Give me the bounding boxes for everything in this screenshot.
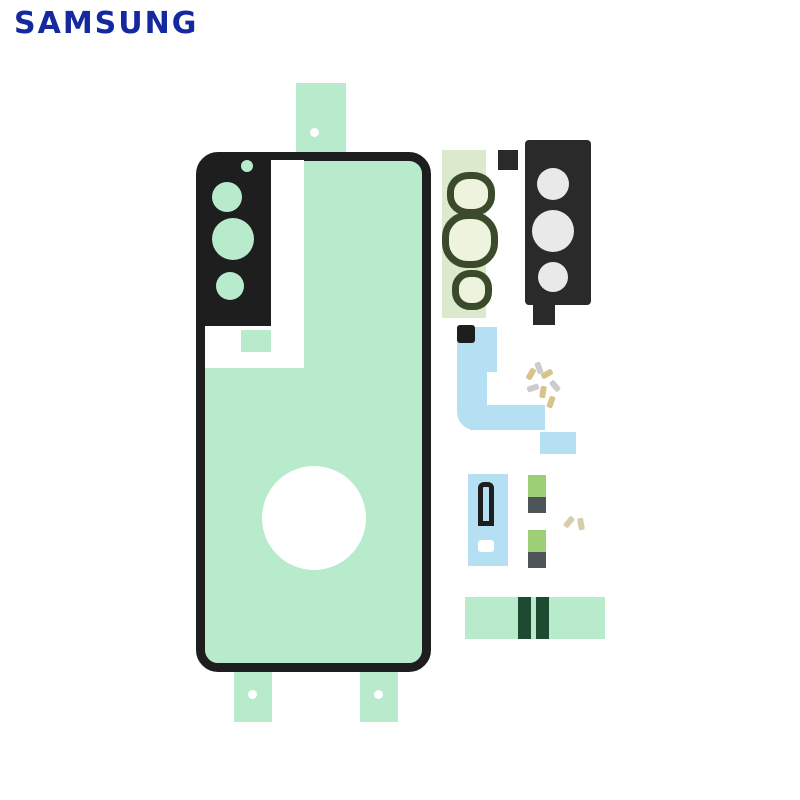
flex-black-corner [457,325,475,343]
gasket-ring-3 [452,270,492,310]
sticker-black-outline [478,482,494,526]
plate-bottom-tab [533,305,555,325]
green-strip [241,330,271,352]
gasket-ring-2 [442,212,498,268]
pad-gray [528,552,546,568]
plate-hole-2 [532,210,574,252]
screw [546,395,556,409]
top-pull-tab [296,83,346,163]
screw [525,367,537,381]
strip-dark-band [536,597,549,639]
pad-green [528,530,546,552]
pad-gray [528,497,546,513]
pad-green [528,475,546,497]
flash-hole [241,160,253,172]
gasket-ring-1 [447,172,495,216]
screw [577,517,585,531]
flex-end [540,432,576,454]
flex-arm [470,405,545,430]
lens-hole-1 [212,182,242,212]
wireless-charging-cutout [262,466,366,570]
screw [526,383,540,393]
tab-hole [374,690,383,699]
screw [562,515,576,529]
tab-hole [310,128,319,137]
small-sticker-blue [468,474,508,566]
bottom-pull-tab-right [360,672,398,722]
bottom-pull-tab-left [234,672,272,722]
samsung-logo: SAMSUNG [14,6,199,41]
plate-hole-1 [537,168,569,200]
green-strip-adhesive [465,597,605,639]
lens-hole-3 [216,272,244,300]
lens-hole-2 [212,218,254,260]
plate-hole-3 [538,262,568,292]
tab-hole [248,690,257,699]
screw [548,379,562,393]
plate-tab [498,150,518,170]
sticker-hole [478,540,494,552]
strip-dark-band [518,597,531,639]
screw [539,385,547,399]
